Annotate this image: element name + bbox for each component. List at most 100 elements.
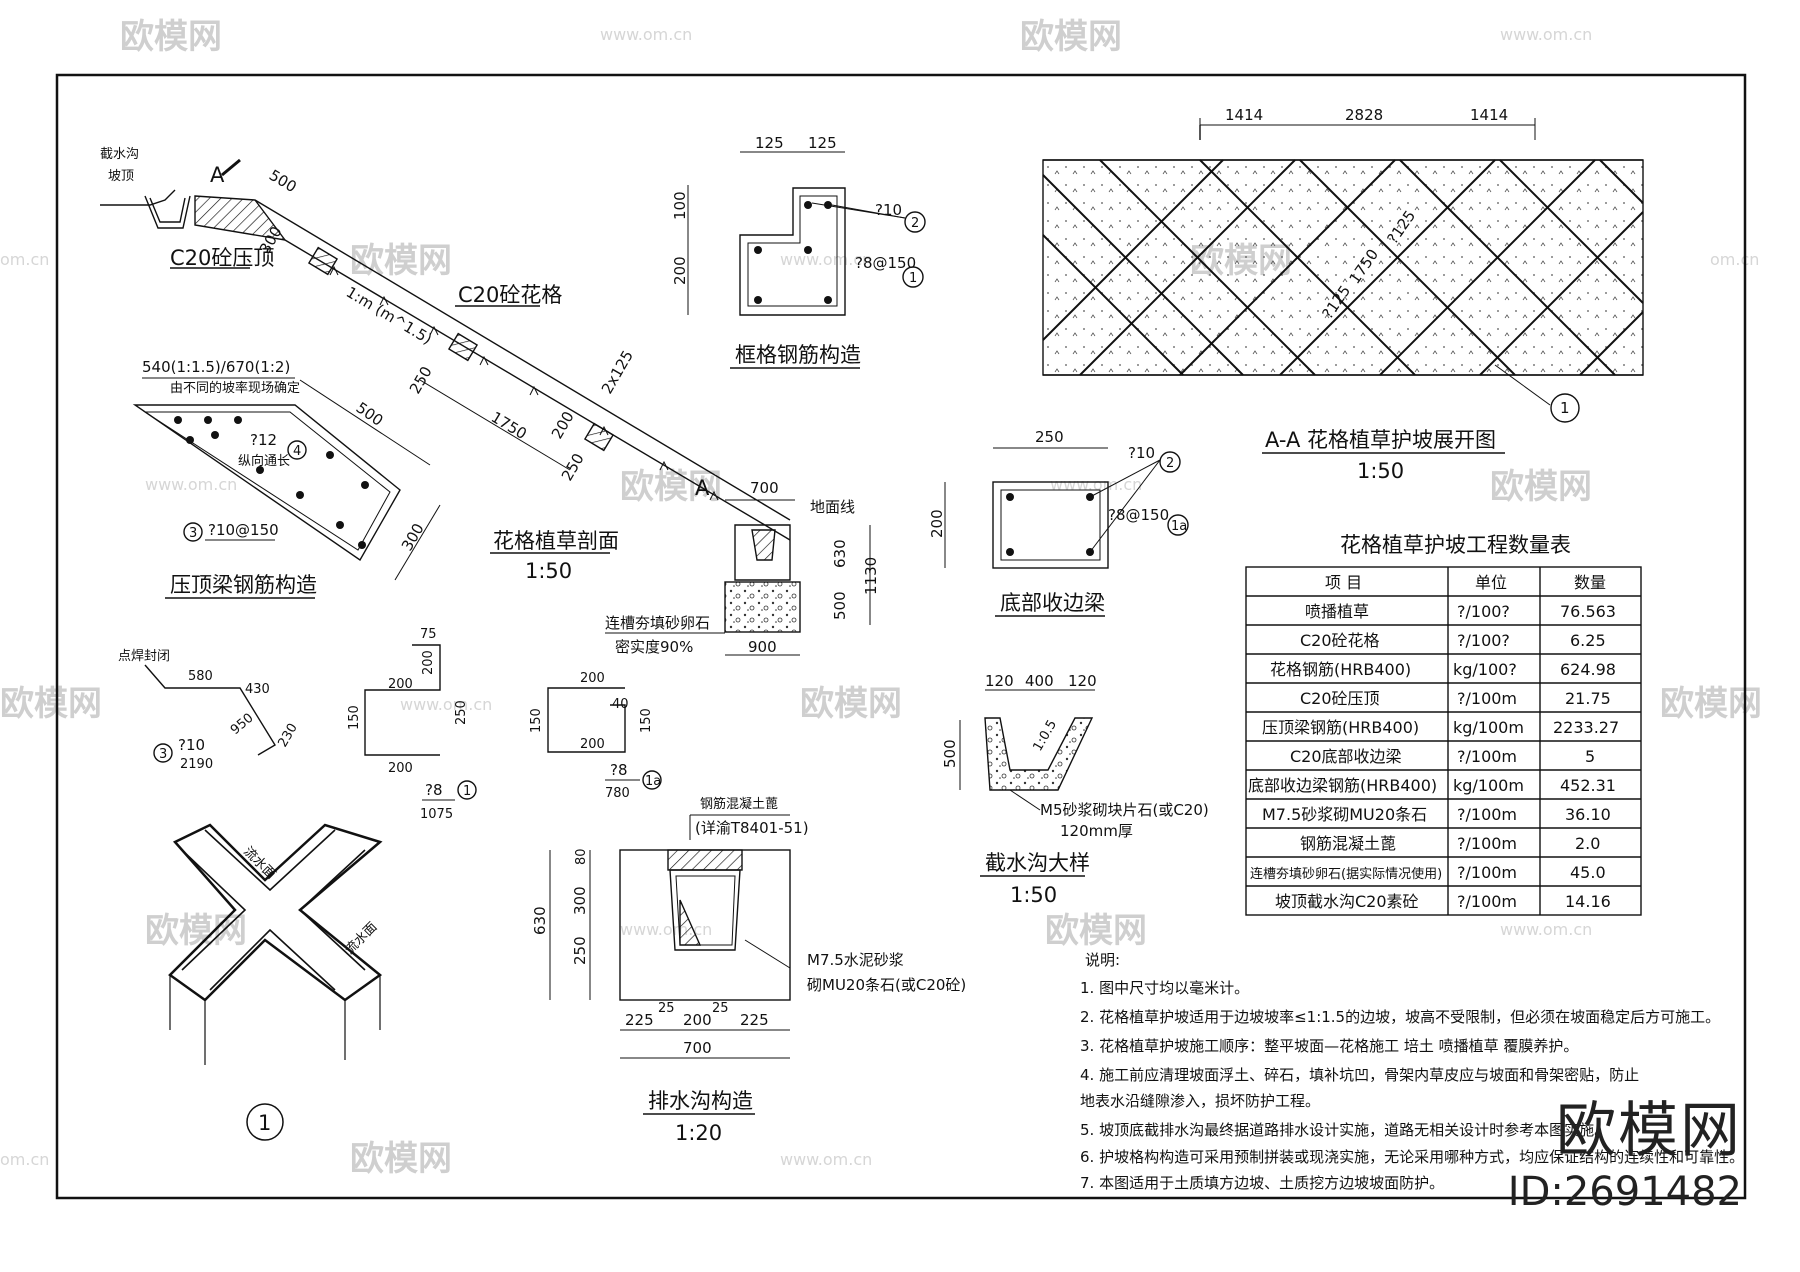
bar-shape-total: 2190 bbox=[180, 757, 213, 772]
dim: 80 bbox=[574, 848, 589, 865]
cut-drain-scale: 1:50 bbox=[1010, 883, 1057, 907]
dim: 75 bbox=[420, 627, 437, 642]
cut-drain-slope: 1:0.5 bbox=[1030, 718, 1060, 754]
watermark: 欧模网 bbox=[800, 684, 902, 724]
brand-logo: 欧模网 bbox=[1556, 1096, 1742, 1166]
elevation-scale: 1:50 bbox=[1357, 459, 1404, 483]
rebar-number: 1 bbox=[909, 271, 917, 286]
dim: 150 bbox=[347, 705, 362, 730]
frame-rebar: 125 125 100 200 ?10 2 ?8@150 1 框格钢筋构造 bbox=[671, 134, 926, 369]
dim: 250 bbox=[558, 450, 588, 484]
dim: 1414 bbox=[1470, 106, 1508, 124]
watermark: www.om.cn bbox=[1050, 475, 1142, 494]
dim: 25 bbox=[712, 1001, 729, 1016]
drain-detail: 钢筋混凝土蓖 (详渝T8401-51) 80 300 250 630 M7.5水… bbox=[531, 796, 966, 1145]
fill-label: 密实度90% bbox=[615, 638, 693, 656]
dim: 250 bbox=[571, 936, 589, 965]
table-cell: kg/100m bbox=[1453, 718, 1524, 737]
dim: 225 bbox=[740, 1011, 769, 1029]
dim: 630 bbox=[831, 539, 849, 568]
watermark: 欧模网 bbox=[1490, 467, 1592, 507]
notes: 说明: 1. 图中尺寸均以毫米计。 2. 花格植草护坡适用于边坡坡率≤1:1.5… bbox=[1080, 951, 1744, 1192]
table-cell: 36.10 bbox=[1565, 805, 1611, 824]
table-cell: 2.0 bbox=[1575, 834, 1600, 853]
table-cell: 5 bbox=[1585, 747, 1595, 766]
dim: 2828 bbox=[1345, 106, 1383, 124]
table-cell: M7.5砂浆砌MU20条石 bbox=[1262, 805, 1427, 824]
note-item: 2. 花格植草护坡适用于边坡坡率≤1:1.5的边坡，坡高不受限制，但必须在坡面稳… bbox=[1080, 1008, 1720, 1026]
rebar-number: 3 bbox=[189, 526, 197, 541]
elevation-title: A-A 花格植草护坡展开图 bbox=[1265, 428, 1496, 452]
node-number: 1 bbox=[1560, 399, 1570, 417]
node-detail: 流水面 流水面 1 bbox=[168, 823, 383, 1141]
dim: 150 bbox=[529, 708, 544, 733]
dim: 580 bbox=[188, 669, 213, 684]
grid-elevation: 1414 2828 1414 ?125 1750 ?125 1 A-A 花格植草… bbox=[1042, 106, 1644, 483]
dim: 250 bbox=[406, 363, 436, 397]
watermark: www.om.cn bbox=[1500, 920, 1592, 939]
watermark: www.om.cn bbox=[780, 1150, 872, 1169]
watermark: om.cn bbox=[0, 250, 49, 269]
table-cell: kg/100m bbox=[1453, 776, 1524, 795]
table-title: 花格植草护坡工程数量表 bbox=[1340, 533, 1571, 557]
rebar-number: 1 bbox=[463, 784, 471, 799]
drain-scale: 1:20 bbox=[675, 1121, 722, 1145]
dim: 200 bbox=[388, 677, 413, 692]
dim: 300 bbox=[571, 886, 589, 915]
table-cell: kg/100? bbox=[1453, 660, 1517, 679]
dim: 900 bbox=[748, 638, 777, 656]
watermark: www.om.cn bbox=[600, 25, 692, 44]
rebar-number: 1a bbox=[645, 774, 661, 789]
watermark: 欧模网 bbox=[1020, 17, 1122, 57]
rebar-number: 1a bbox=[1171, 519, 1187, 534]
cut-drain-detail: 120 400 120 500 1:0.5 M5砂浆砌块片石(或C20) 120… bbox=[941, 672, 1209, 907]
table-cell: 21.75 bbox=[1565, 689, 1611, 708]
dim: 1750 bbox=[488, 408, 530, 443]
dim: 230 bbox=[275, 721, 300, 750]
table-cell: 14.16 bbox=[1565, 892, 1611, 911]
frame-stirrup-label: ?8@150 bbox=[855, 254, 916, 272]
note-item: 7. 本图适用于土质填方边坡、土质挖方边坡坡面防护。 bbox=[1080, 1174, 1444, 1192]
dim: 500 bbox=[831, 591, 849, 620]
watermark: 欧模网 bbox=[350, 241, 452, 281]
coping-top-note: 540(1:1.5)/670(1:2) bbox=[142, 358, 290, 376]
dim: 200 bbox=[548, 408, 578, 442]
dim: 200 bbox=[671, 256, 689, 285]
frame-bar-label: ?10 bbox=[875, 201, 902, 219]
dim: 1130 bbox=[862, 557, 880, 595]
cut-drain-thickness: 120mm厚 bbox=[1060, 822, 1133, 840]
label-grid: C20砼花格 bbox=[458, 283, 562, 307]
label-coping: C20砼压顶 bbox=[170, 246, 274, 270]
dim: 200 bbox=[580, 671, 605, 686]
table-cell: C20砼花格 bbox=[1300, 631, 1380, 650]
slope-ratio: 1:m (m^1.5) bbox=[343, 283, 435, 348]
watermark: om.cn bbox=[0, 1150, 49, 1169]
sheet-border bbox=[55, 73, 1747, 1200]
table-cell: C20底部收边梁 bbox=[1290, 747, 1402, 766]
bar-shape-label: ?8 bbox=[425, 781, 443, 799]
drain-cover-ref: (详渝T8401-51) bbox=[695, 819, 809, 837]
table-cell: ?/100m bbox=[1457, 805, 1517, 824]
dim: 120 bbox=[1068, 672, 1097, 690]
table-cell: 连槽夯填砂卵石(据实际情况使用) bbox=[1250, 866, 1442, 882]
cut-drain-material: M5砂浆砌块片石(或C20) bbox=[1040, 801, 1209, 819]
table-cell: 花格钢筋(HRB400) bbox=[1270, 660, 1411, 679]
table-cell: ?/100? bbox=[1457, 631, 1510, 650]
table-cell: 6.25 bbox=[1570, 631, 1606, 650]
rebar-number: 3 bbox=[159, 747, 167, 762]
note-item: 6. 护坡格构构造可采用预制拼装或现浇实施，无论采用哪种方式，均应保证结构的连续… bbox=[1080, 1148, 1744, 1166]
frame-title: 框格钢筋构造 bbox=[735, 343, 861, 367]
watermark: 欧模网 bbox=[620, 467, 722, 507]
dim: 1414 bbox=[1225, 106, 1263, 124]
table-cell: 喷播植草 bbox=[1305, 602, 1369, 621]
table-cell: C20砼压顶 bbox=[1300, 689, 1380, 708]
bar-shape-label: ?10 bbox=[178, 736, 205, 754]
drain-masonry: 砌MU20条石(或C20砼) bbox=[807, 976, 966, 994]
dim: 25 bbox=[658, 1001, 675, 1016]
dim: 950 bbox=[228, 711, 257, 738]
watermark: om.cn bbox=[1710, 250, 1759, 269]
dim: 225 bbox=[625, 1011, 654, 1029]
drain-title: 排水沟构造 bbox=[648, 1089, 753, 1113]
bar-shapes: 点焊封闭 580 430 950 230 3 ?10 2190 75 200 2… bbox=[118, 627, 662, 822]
dim: 630 bbox=[531, 906, 549, 935]
